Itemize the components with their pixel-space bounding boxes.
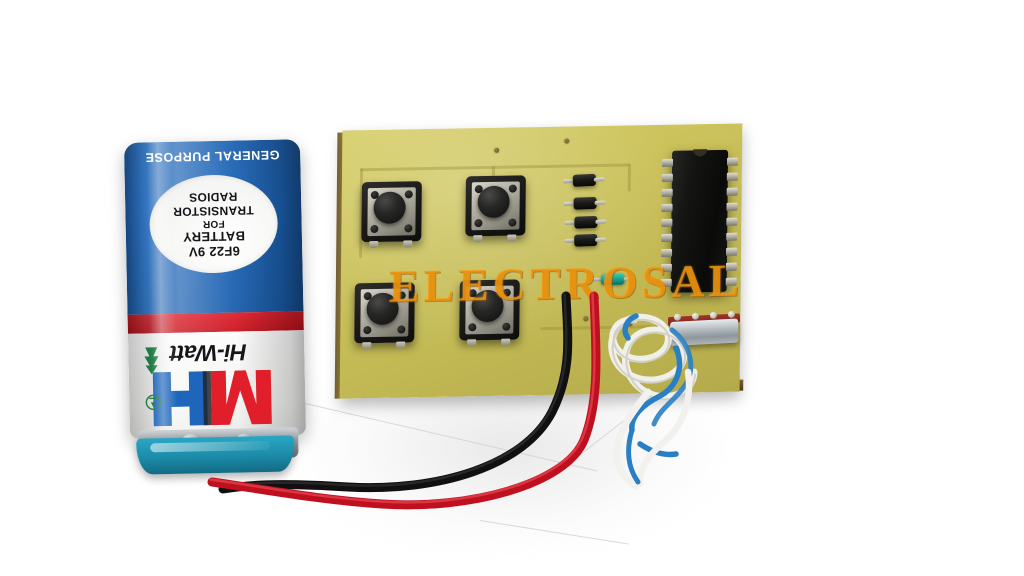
tactile-switch-button-4[interactable] xyxy=(459,279,520,347)
diode-lead xyxy=(595,219,607,224)
pcb-trace xyxy=(360,163,631,172)
crystal-oscillator xyxy=(667,310,741,348)
switch-leg xyxy=(501,338,511,346)
diode-1 xyxy=(562,173,605,187)
ic-pin xyxy=(661,158,674,167)
integrated-circuit-dip xyxy=(660,149,739,293)
diode-body xyxy=(573,196,597,210)
ic-pin xyxy=(661,203,673,212)
battery-body: GENERAL PURPOSE 6F22 9V BATTERY FOR TRAN… xyxy=(123,139,307,439)
tactile-switch-button-3[interactable] xyxy=(354,282,415,350)
ic-pin xyxy=(661,233,673,242)
battery-spec-line-2: BATTERY xyxy=(182,228,246,245)
crystal-can xyxy=(670,318,739,347)
diode-lead xyxy=(594,200,606,205)
resistor-lead xyxy=(623,277,633,281)
diode-2 xyxy=(563,196,606,210)
ic-pin xyxy=(726,232,738,241)
diode-lead xyxy=(595,237,607,242)
diode-3 xyxy=(564,215,607,229)
battery-spec-line-1: 6F22 9V xyxy=(188,243,240,260)
switch-leg xyxy=(396,341,406,349)
battery-spec-line-4: TRANSISTOR xyxy=(172,203,254,219)
switch-leg xyxy=(507,234,517,242)
pcb-pad xyxy=(627,321,633,327)
battery-brand-name: Hi-Watt xyxy=(169,339,247,367)
leaf-icon xyxy=(144,347,159,375)
ic-pin xyxy=(661,248,673,257)
ic-pin xyxy=(726,247,738,256)
switch-leg xyxy=(473,235,483,243)
snap-highlight xyxy=(150,440,271,453)
pcb-substrate: ELECTROSAL xyxy=(339,123,743,399)
pcb-pad xyxy=(494,147,500,153)
switch-leg xyxy=(403,240,413,248)
diode-4 xyxy=(564,233,607,247)
blue-wire-tail xyxy=(626,427,641,485)
ic-notch xyxy=(693,149,708,157)
pcb-trace xyxy=(627,163,632,192)
ic-pin xyxy=(661,173,673,182)
switch-leg xyxy=(369,240,379,249)
pcb-pad xyxy=(583,316,589,322)
battery-brand-logo xyxy=(152,369,272,427)
ic-pin xyxy=(661,218,673,227)
battery-9v: GENERAL PURPOSE 6F22 9V BATTERY FOR TRAN… xyxy=(123,139,307,475)
battery-spec-line-5: RADIOS xyxy=(188,189,238,205)
paper-crease-2 xyxy=(559,402,647,471)
white-wire-tail-1 xyxy=(613,388,652,490)
switch-leg xyxy=(362,342,372,350)
pcb-trace xyxy=(540,325,661,331)
recycle-icon xyxy=(145,394,162,411)
tactile-switch-button-1[interactable] xyxy=(361,181,422,249)
diode-body xyxy=(572,173,596,187)
resistor xyxy=(592,273,633,286)
battery-spec-line-3: FOR xyxy=(202,217,225,229)
ic-pin xyxy=(725,262,737,271)
ic-pin xyxy=(725,277,737,286)
pcb-pad xyxy=(564,138,570,144)
diode-body xyxy=(574,233,598,247)
paper-crease-1 xyxy=(304,403,598,472)
ic-pin xyxy=(726,172,738,181)
diode-lead xyxy=(593,177,605,182)
pcb-assembly: ELECTROSAL xyxy=(334,111,754,408)
tactile-switch-button-2[interactable] xyxy=(465,175,526,243)
switch-leg xyxy=(467,339,477,347)
ic-pin xyxy=(726,157,739,166)
diode-body xyxy=(574,215,598,229)
ic-pin xyxy=(660,278,672,288)
ic-pin xyxy=(726,217,738,226)
battery-snap-connector xyxy=(136,435,295,475)
ic-pin xyxy=(726,202,738,211)
paper-crease-3 xyxy=(479,520,629,545)
resistor-body xyxy=(600,273,625,286)
ic-pin xyxy=(660,263,672,272)
ic-pin xyxy=(661,188,673,197)
ic-pin xyxy=(726,187,738,196)
